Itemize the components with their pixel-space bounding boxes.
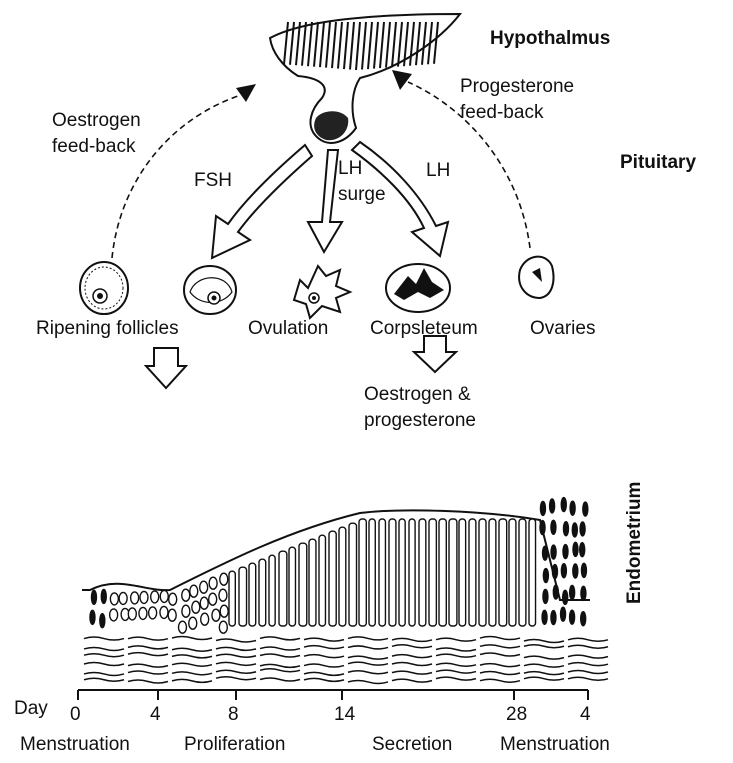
lh-arrow [350, 140, 450, 258]
oestrogen-feedback-label-line2: feed-back [52, 136, 136, 157]
ovaries-label: Ovaries [530, 318, 596, 339]
tick-label-5: 4 [580, 704, 591, 725]
lh-surge-arrow [306, 149, 344, 255]
endometrium-drawing [82, 496, 609, 685]
fsh-arrow [210, 143, 314, 260]
phase-menstruation-2: Menstruation [500, 734, 610, 755]
fsh-label: FSH [194, 170, 232, 191]
tick-label-1: 4 [150, 704, 161, 725]
ovulation-label: Ovulation [248, 318, 329, 339]
tick-label-2: 8 [228, 704, 239, 725]
lh-surge-label-line2: surge [338, 184, 386, 205]
phase-proliferation: Proliferation [184, 734, 286, 755]
phase-secretion: Secretion [372, 734, 453, 755]
oestrogen-progesterone-label-line2: progesterone [364, 410, 476, 431]
hypothalamus-label: Hypothalmus [490, 28, 611, 49]
oestrogen-feedback-arrow [111, 84, 256, 259]
tick-label-3: 14 [334, 704, 356, 725]
progesterone-feedback-label-line1: Progesterone [460, 76, 575, 97]
corpus-luteum-to-hormones-arrow [411, 335, 459, 374]
corpus-luteum-label: Corpsleteum [370, 318, 478, 339]
oestrogen-feedback-label-line1: Oestrogen [52, 110, 141, 131]
tick-label-4: 28 [506, 704, 528, 725]
ripening-follicles-label: Ripening follicles [36, 318, 179, 339]
lh-label: LH [426, 160, 451, 181]
phase-menstruation-1: Menstruation [20, 734, 130, 755]
hypothalamus-pituitary-drawing [268, 12, 463, 144]
ovary-drawing [518, 255, 555, 300]
follicle-ripe-drawing [183, 265, 237, 315]
progesterone-feedback-arrow [392, 70, 531, 249]
lh-surge-label-line1: LH [338, 158, 363, 179]
day-axis [77, 689, 589, 700]
corpus-luteum-drawing [385, 263, 451, 313]
oestrogen-progesterone-label-line1: Oestrogen & [364, 384, 471, 405]
endometrium-label: Endometrium [624, 481, 645, 604]
follicle-early-drawing [79, 261, 129, 315]
pituitary-label: Pituitary [620, 152, 697, 173]
follicles-to-endometrium-arrow [143, 347, 189, 390]
axis-title: Day [14, 698, 48, 719]
tick-label-0: 0 [70, 704, 81, 725]
progesterone-feedback-label-line2: feed-back [460, 102, 544, 123]
ovulation-drawing [292, 264, 353, 320]
